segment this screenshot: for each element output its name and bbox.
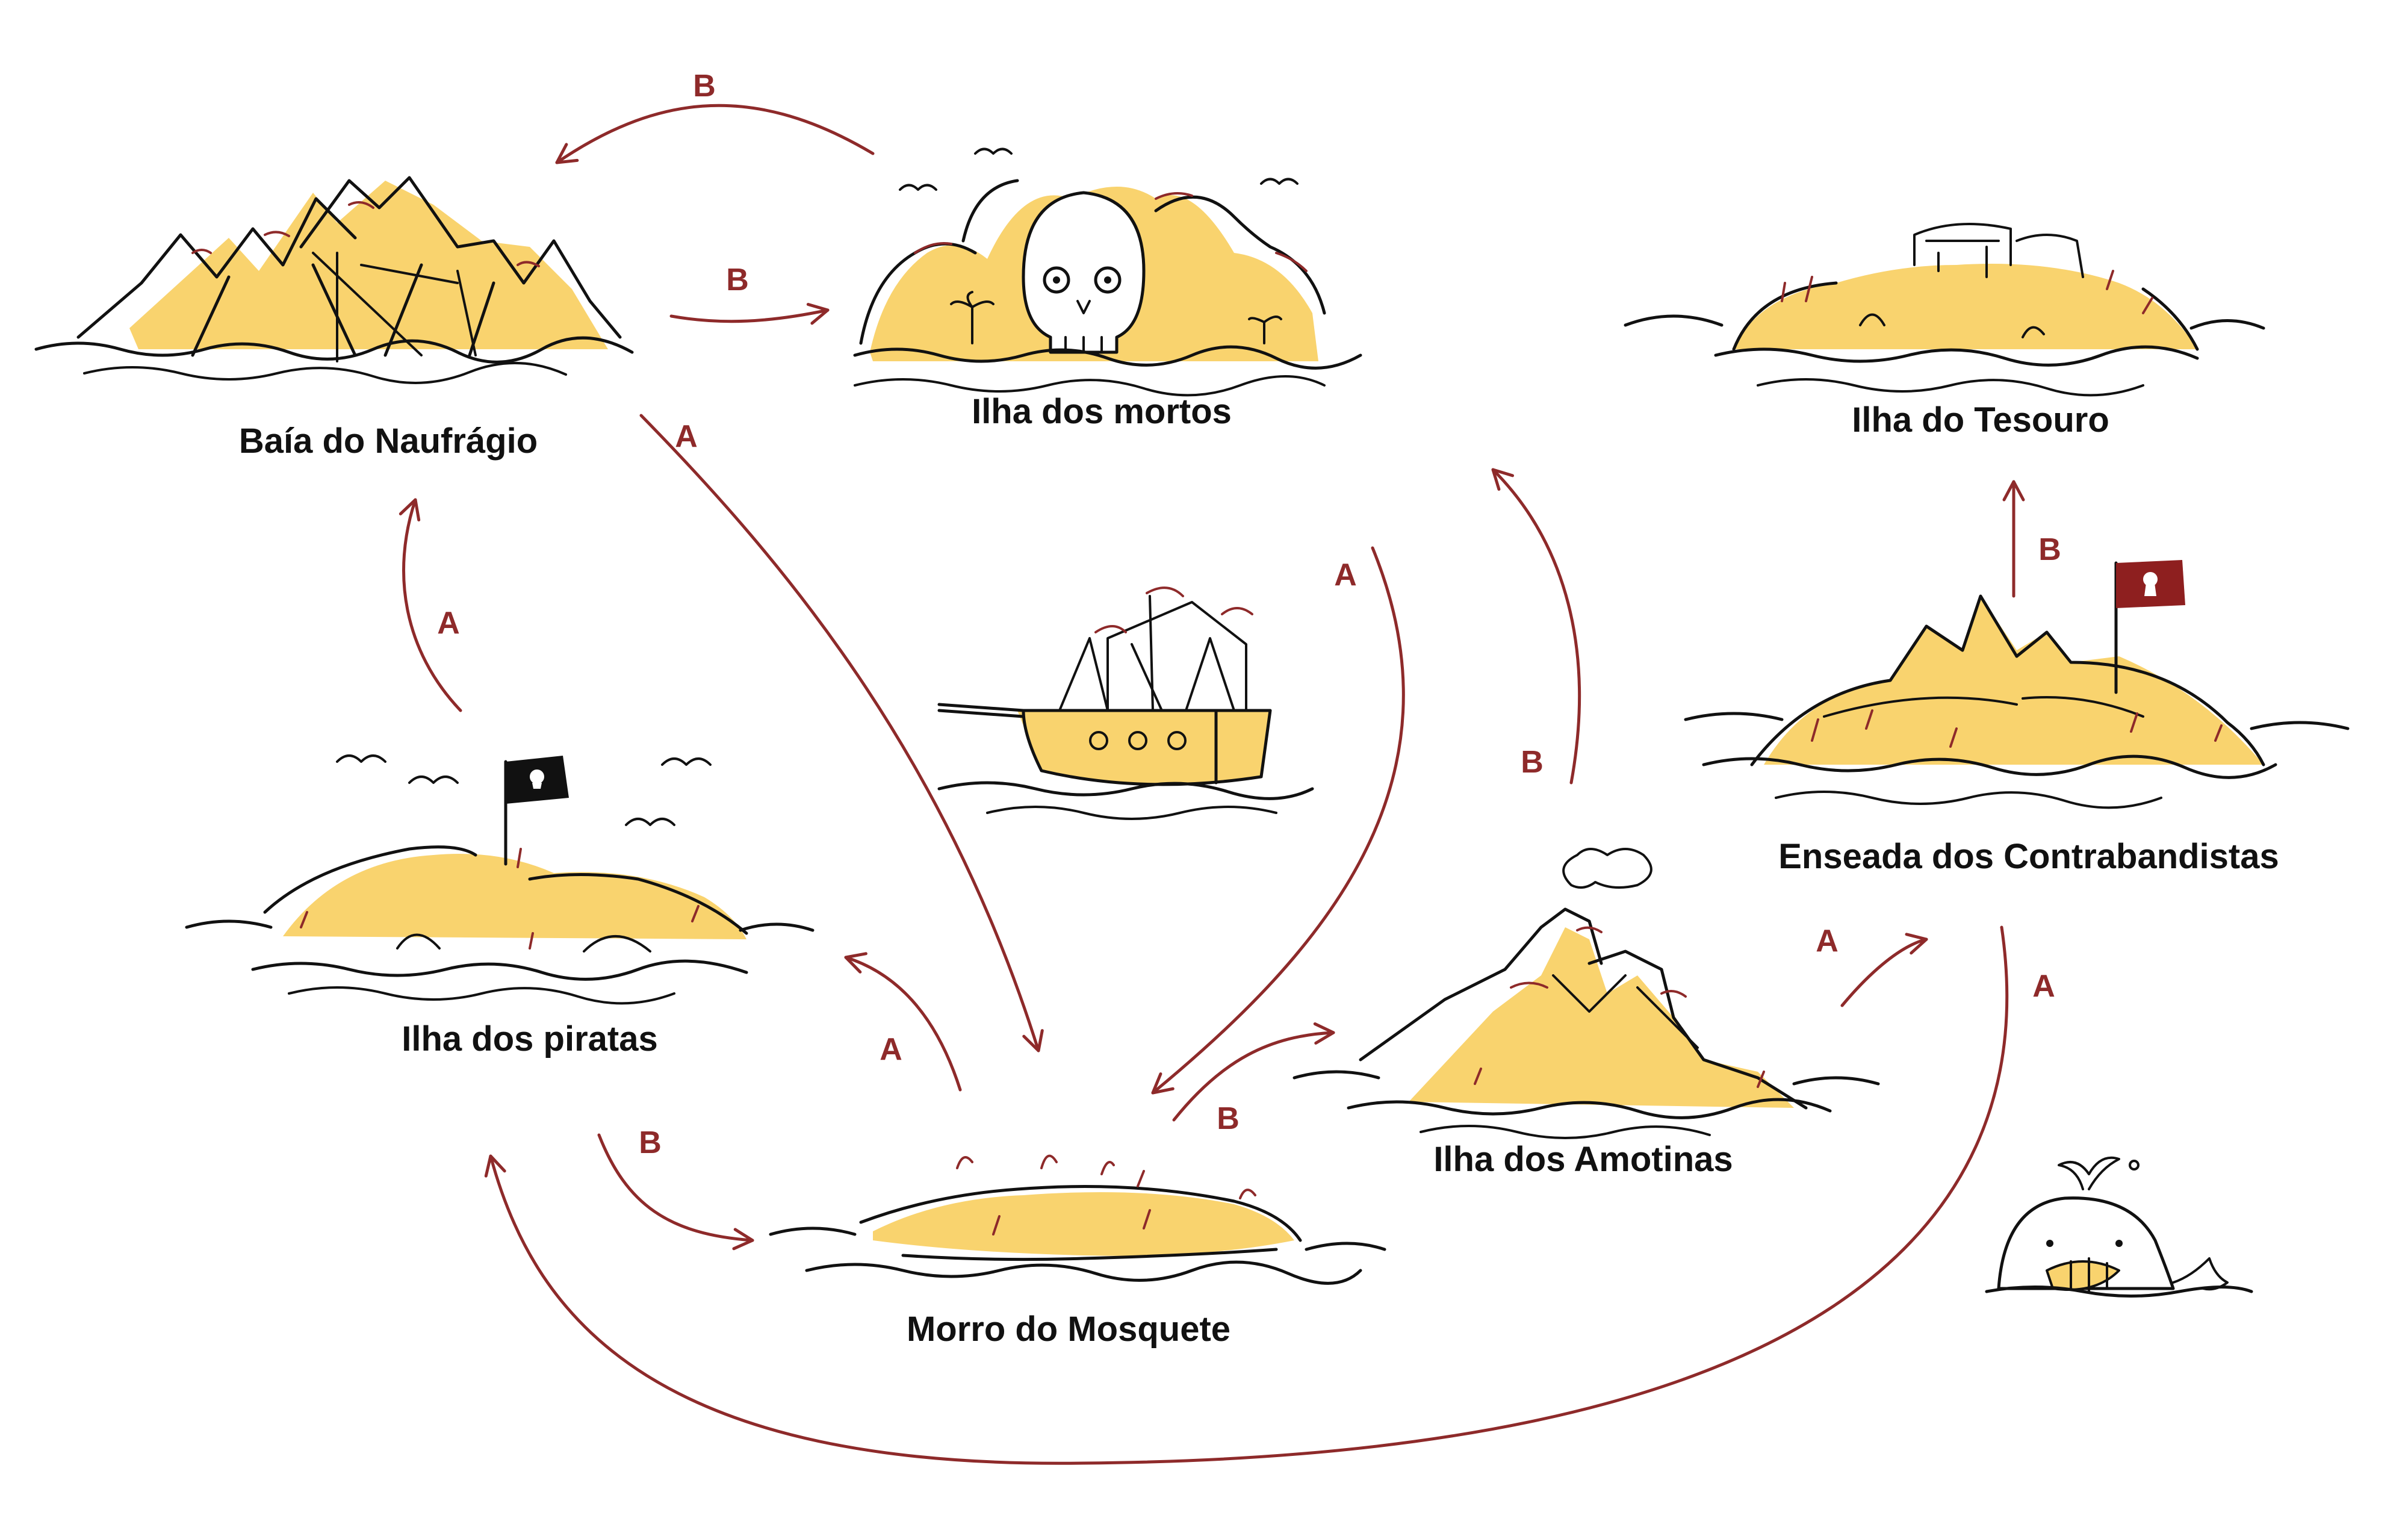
skull-island-icon (853, 148, 1362, 397)
whale-icon (1985, 1156, 2253, 1298)
shipwreck-mountains-icon (34, 176, 634, 384)
edges-layer: B B A A A B B A (399, 69, 2061, 1465)
edge-amotinas-to-enseada-label: A (1816, 924, 1839, 959)
edge-enseada-to-tesouro-label: B (2038, 532, 2061, 567)
edge-piratas-to-morro-label: B (639, 1125, 662, 1160)
edge-enseada-to-tesouro: B (2002, 480, 2061, 598)
edge-morro-to-amotinas-label: B (1217, 1101, 1240, 1136)
grass-island-icon (769, 1154, 1386, 1285)
island-morro-do-mosquete: Morro do Mosquete (769, 1154, 1386, 1349)
edge-mortos-to-baia: B (555, 69, 875, 164)
keyhole-flag-island-icon (1684, 560, 2350, 809)
edge-amotinas-to-mortos-label: B (1521, 745, 1544, 780)
treasure-chest-island-icon (1624, 223, 2265, 397)
edge-mortos-to-morro: A (1151, 546, 1405, 1095)
edge-enseada-to-piratas-line (484, 925, 2009, 1465)
edge-morro-to-amotinas-line (1172, 1022, 1335, 1122)
edge-mortos-to-baia-label: B (693, 69, 716, 104)
edge-piratas-to-baia-label: A (437, 606, 460, 641)
island-ilha-dos-amotinas: Ilha dos Amotinas (1292, 848, 1880, 1179)
volcano-island-icon (1292, 848, 1880, 1139)
label-ilha-dos-mortos: Ilha dos mortos (972, 392, 1232, 431)
edge-baia-to-mortos: B (669, 263, 830, 325)
edge-baia-to-morro-label: A (675, 419, 698, 454)
edge-morro-to-amotinas: B (1172, 1022, 1335, 1136)
edge-amotinas-to-mortos-line (1491, 468, 1581, 785)
edge-mortos-to-morro-line (1151, 546, 1405, 1095)
edge-piratas-to-morro: B (597, 1125, 754, 1251)
island-ilha-do-tesouro: Ilha do Tesouro (1624, 223, 2265, 440)
edge-amotinas-to-enseada: A (1816, 924, 1928, 1007)
label-ilha-dos-amotinas: Ilha dos Amotinas (1433, 1140, 1733, 1179)
label-enseada-dos-contrabandistas: Enseada dos Contrabandistas (1778, 837, 2279, 876)
edge-amotinas-to-enseada-line (1840, 933, 1928, 1007)
island-baia-do-naufragio: Baía do Naufrágio (34, 176, 634, 461)
edge-amotinas-to-mortos: B (1491, 468, 1581, 785)
pirate-flag-island-icon (185, 754, 815, 1005)
edge-piratas-to-baia-line (399, 498, 462, 712)
edge-baia-to-mortos-label: B (726, 263, 749, 297)
label-baia-do-naufragio: Baía do Naufrágio (239, 421, 538, 461)
edge-morro-to-piratas-line (844, 952, 962, 1092)
label-ilha-dos-piratas: Ilha dos piratas (402, 1019, 657, 1059)
label-morro-do-mosquete: Morro do Mosquete (907, 1310, 1230, 1349)
edge-morro-to-piratas: A (844, 952, 962, 1092)
edge-enseada-to-piratas-label: A (2032, 969, 2055, 1004)
edge-morro-to-piratas-label: A (880, 1032, 902, 1067)
edge-baia-to-morro: A (639, 414, 1044, 1052)
edge-piratas-to-baia: A (399, 498, 462, 712)
edge-baia-to-morro-line (639, 414, 1044, 1052)
island-ilha-dos-mortos: Ilha dos mortos (853, 148, 1362, 431)
island-ilha-dos-piratas: Ilha dos piratas (185, 754, 815, 1059)
edge-piratas-to-morro-line (597, 1133, 754, 1251)
edge-mortos-to-morro-label: A (1334, 558, 1357, 592)
label-ilha-do-tesouro: Ilha do Tesouro (1852, 400, 2109, 440)
island-enseada-dos-contrabandistas: Enseada dos Contrabandistas (1684, 560, 2350, 876)
edge-mortos-to-baia-line (555, 104, 875, 164)
pirate-ship-icon (937, 586, 1314, 820)
edge-baia-to-mortos-line (669, 303, 830, 325)
edge-enseada-to-piratas: A (484, 925, 2055, 1465)
